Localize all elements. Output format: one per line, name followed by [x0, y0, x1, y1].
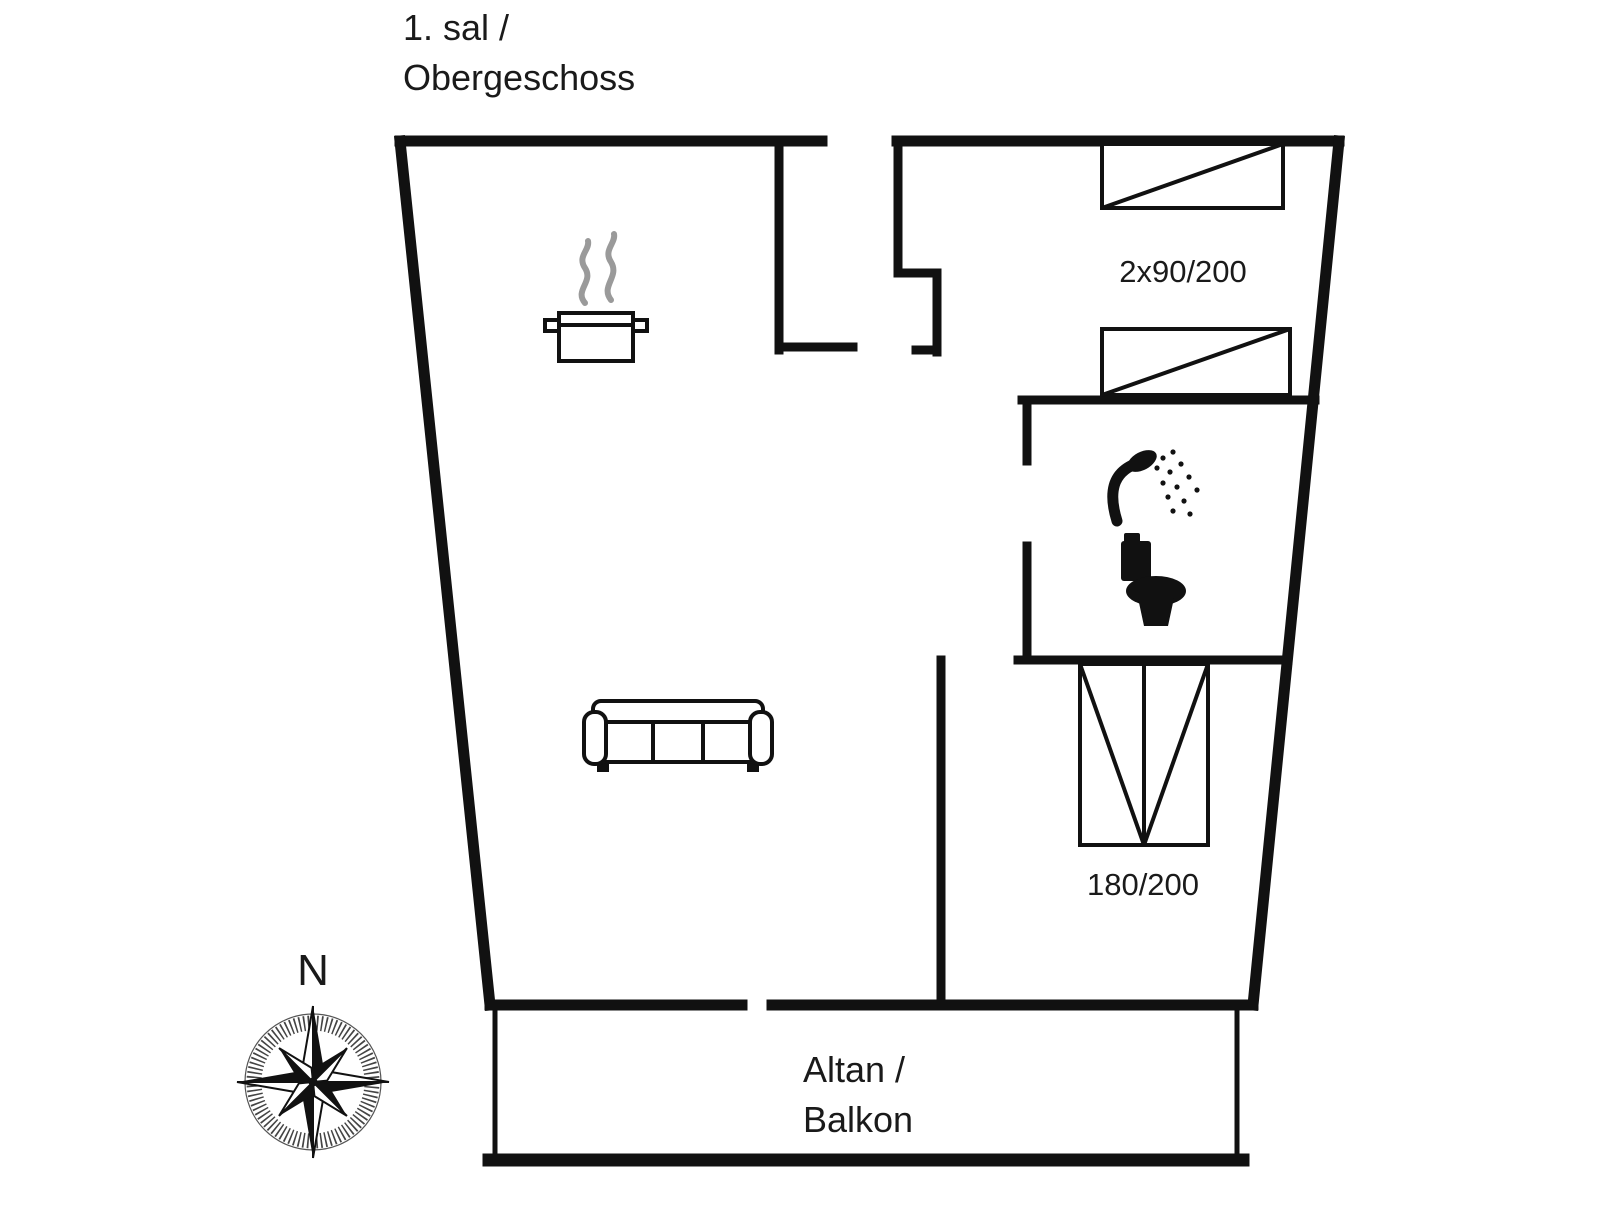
- interior-walls: [774, 136, 1320, 1010]
- floor-title-line1: 1. sal /: [403, 7, 509, 48]
- bed-bottom-icon: [1100, 327, 1292, 397]
- bed-top-icon: [1100, 142, 1285, 210]
- shower-icon: [1107, 449, 1200, 527]
- beds-size-label: 2x90/200: [1119, 254, 1247, 289]
- balcony-label-line2: Balkon: [803, 1099, 913, 1140]
- sofa-icon: [582, 699, 774, 772]
- balcony-walls: [482, 1002, 1250, 1167]
- balcony-label-line1: Altan /: [803, 1049, 905, 1090]
- wardrobe-icon: [1078, 662, 1210, 847]
- toilet-icon: [1121, 533, 1186, 626]
- compass-rose-icon: [236, 1005, 390, 1159]
- pot-steam-icon: [543, 231, 649, 363]
- compass-north-label: N: [297, 946, 329, 995]
- wardrobe-size-label: 180/200: [1087, 867, 1199, 902]
- outer-walls: [393, 134, 1346, 1012]
- floor-title-line2: Obergeschoss: [403, 57, 635, 98]
